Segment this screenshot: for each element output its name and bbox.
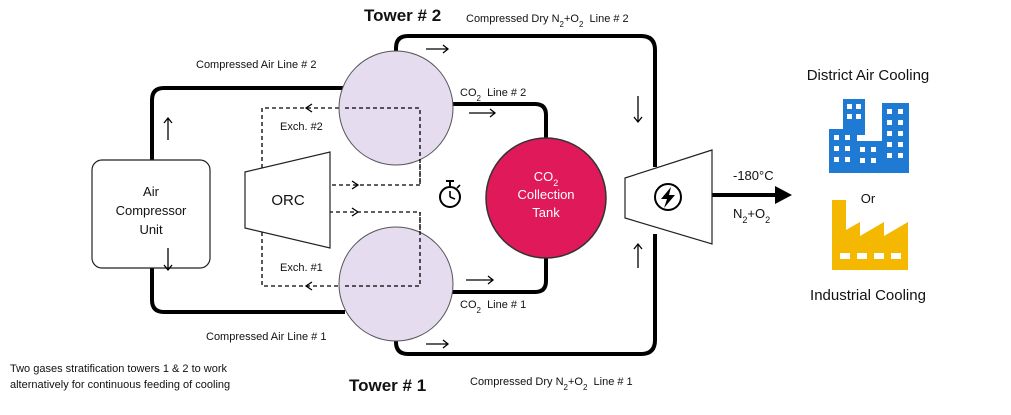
note-line-1: Two gases stratification towers 1 & 2 to…: [10, 363, 228, 375]
or-label: Or: [861, 191, 876, 206]
tower-2-title: Tower # 2: [364, 6, 441, 25]
dash-arrow-exch2: [304, 103, 313, 113]
co2-line-2-pipe: [452, 102, 548, 140]
output-arrowhead: [775, 186, 792, 204]
dry-line-1-label: Compressed Dry N2+O2 Line # 1: [470, 376, 633, 392]
compressor-label-air: Air: [143, 184, 160, 199]
co2-line-1-label: CO2 Line # 1: [460, 299, 526, 315]
factory-icon: [832, 200, 908, 270]
district-air-cooling-label: District Air Cooling: [807, 67, 930, 84]
output-gas-label: N2+O2: [733, 206, 770, 225]
compressor-label-compressor: Compressor: [116, 203, 187, 218]
co2-line-2-label: CO2 Line # 2: [460, 87, 526, 103]
orc-unit: [244, 151, 331, 249]
tower-1-title: Tower # 1: [349, 376, 426, 395]
city-buildings-icon: [829, 99, 909, 173]
tower-1-dashed-overlay: [345, 212, 421, 287]
orc-label: ORC: [271, 192, 305, 209]
tank-label-collection: Collection: [517, 187, 574, 202]
air-compressor-unit: [91, 159, 211, 269]
stopwatch-icon: [439, 180, 461, 208]
output-temperature: -180°C: [733, 168, 774, 183]
compressed-air-line-1-pipe: [150, 268, 345, 314]
flow-arrows: [163, 44, 643, 349]
dry-line-2-label: Compressed Dry N2+O2 Line # 2: [466, 13, 629, 29]
dash-arrow-exch1: [304, 281, 313, 291]
co2-line-1-pipe: [452, 256, 548, 294]
exchanger-2-loop: [261, 107, 345, 175]
exch-1-label: Exch. #1: [280, 262, 323, 274]
tower-1-vessel: [338, 226, 454, 342]
dry-line-1-pipe: [394, 234, 657, 356]
air-line-2-label: Compressed Air Line # 2: [196, 59, 316, 71]
industrial-cooling-label: Industrial Cooling: [810, 287, 926, 304]
tank-label-tank: Tank: [532, 205, 560, 220]
air-line-1-label: Compressed Air Line # 1: [206, 331, 326, 343]
exch-2-label: Exch. #2: [280, 121, 323, 133]
dash-arrow-orc-bottom: [351, 207, 360, 217]
compressor-label-unit: Unit: [139, 222, 163, 237]
compressed-air-line-2-pipe: [150, 86, 345, 160]
lightning-icon: [654, 183, 682, 211]
tank-label-co2: CO2: [534, 169, 559, 188]
co2-collection-tank: [485, 137, 607, 259]
tower-2-dashed-overlay: [345, 107, 421, 185]
note-line-2: alternatively for continuous feeding of …: [10, 379, 230, 391]
dash-arrow-orc-top: [351, 180, 360, 190]
dry-line-2-pipe: [394, 34, 657, 167]
